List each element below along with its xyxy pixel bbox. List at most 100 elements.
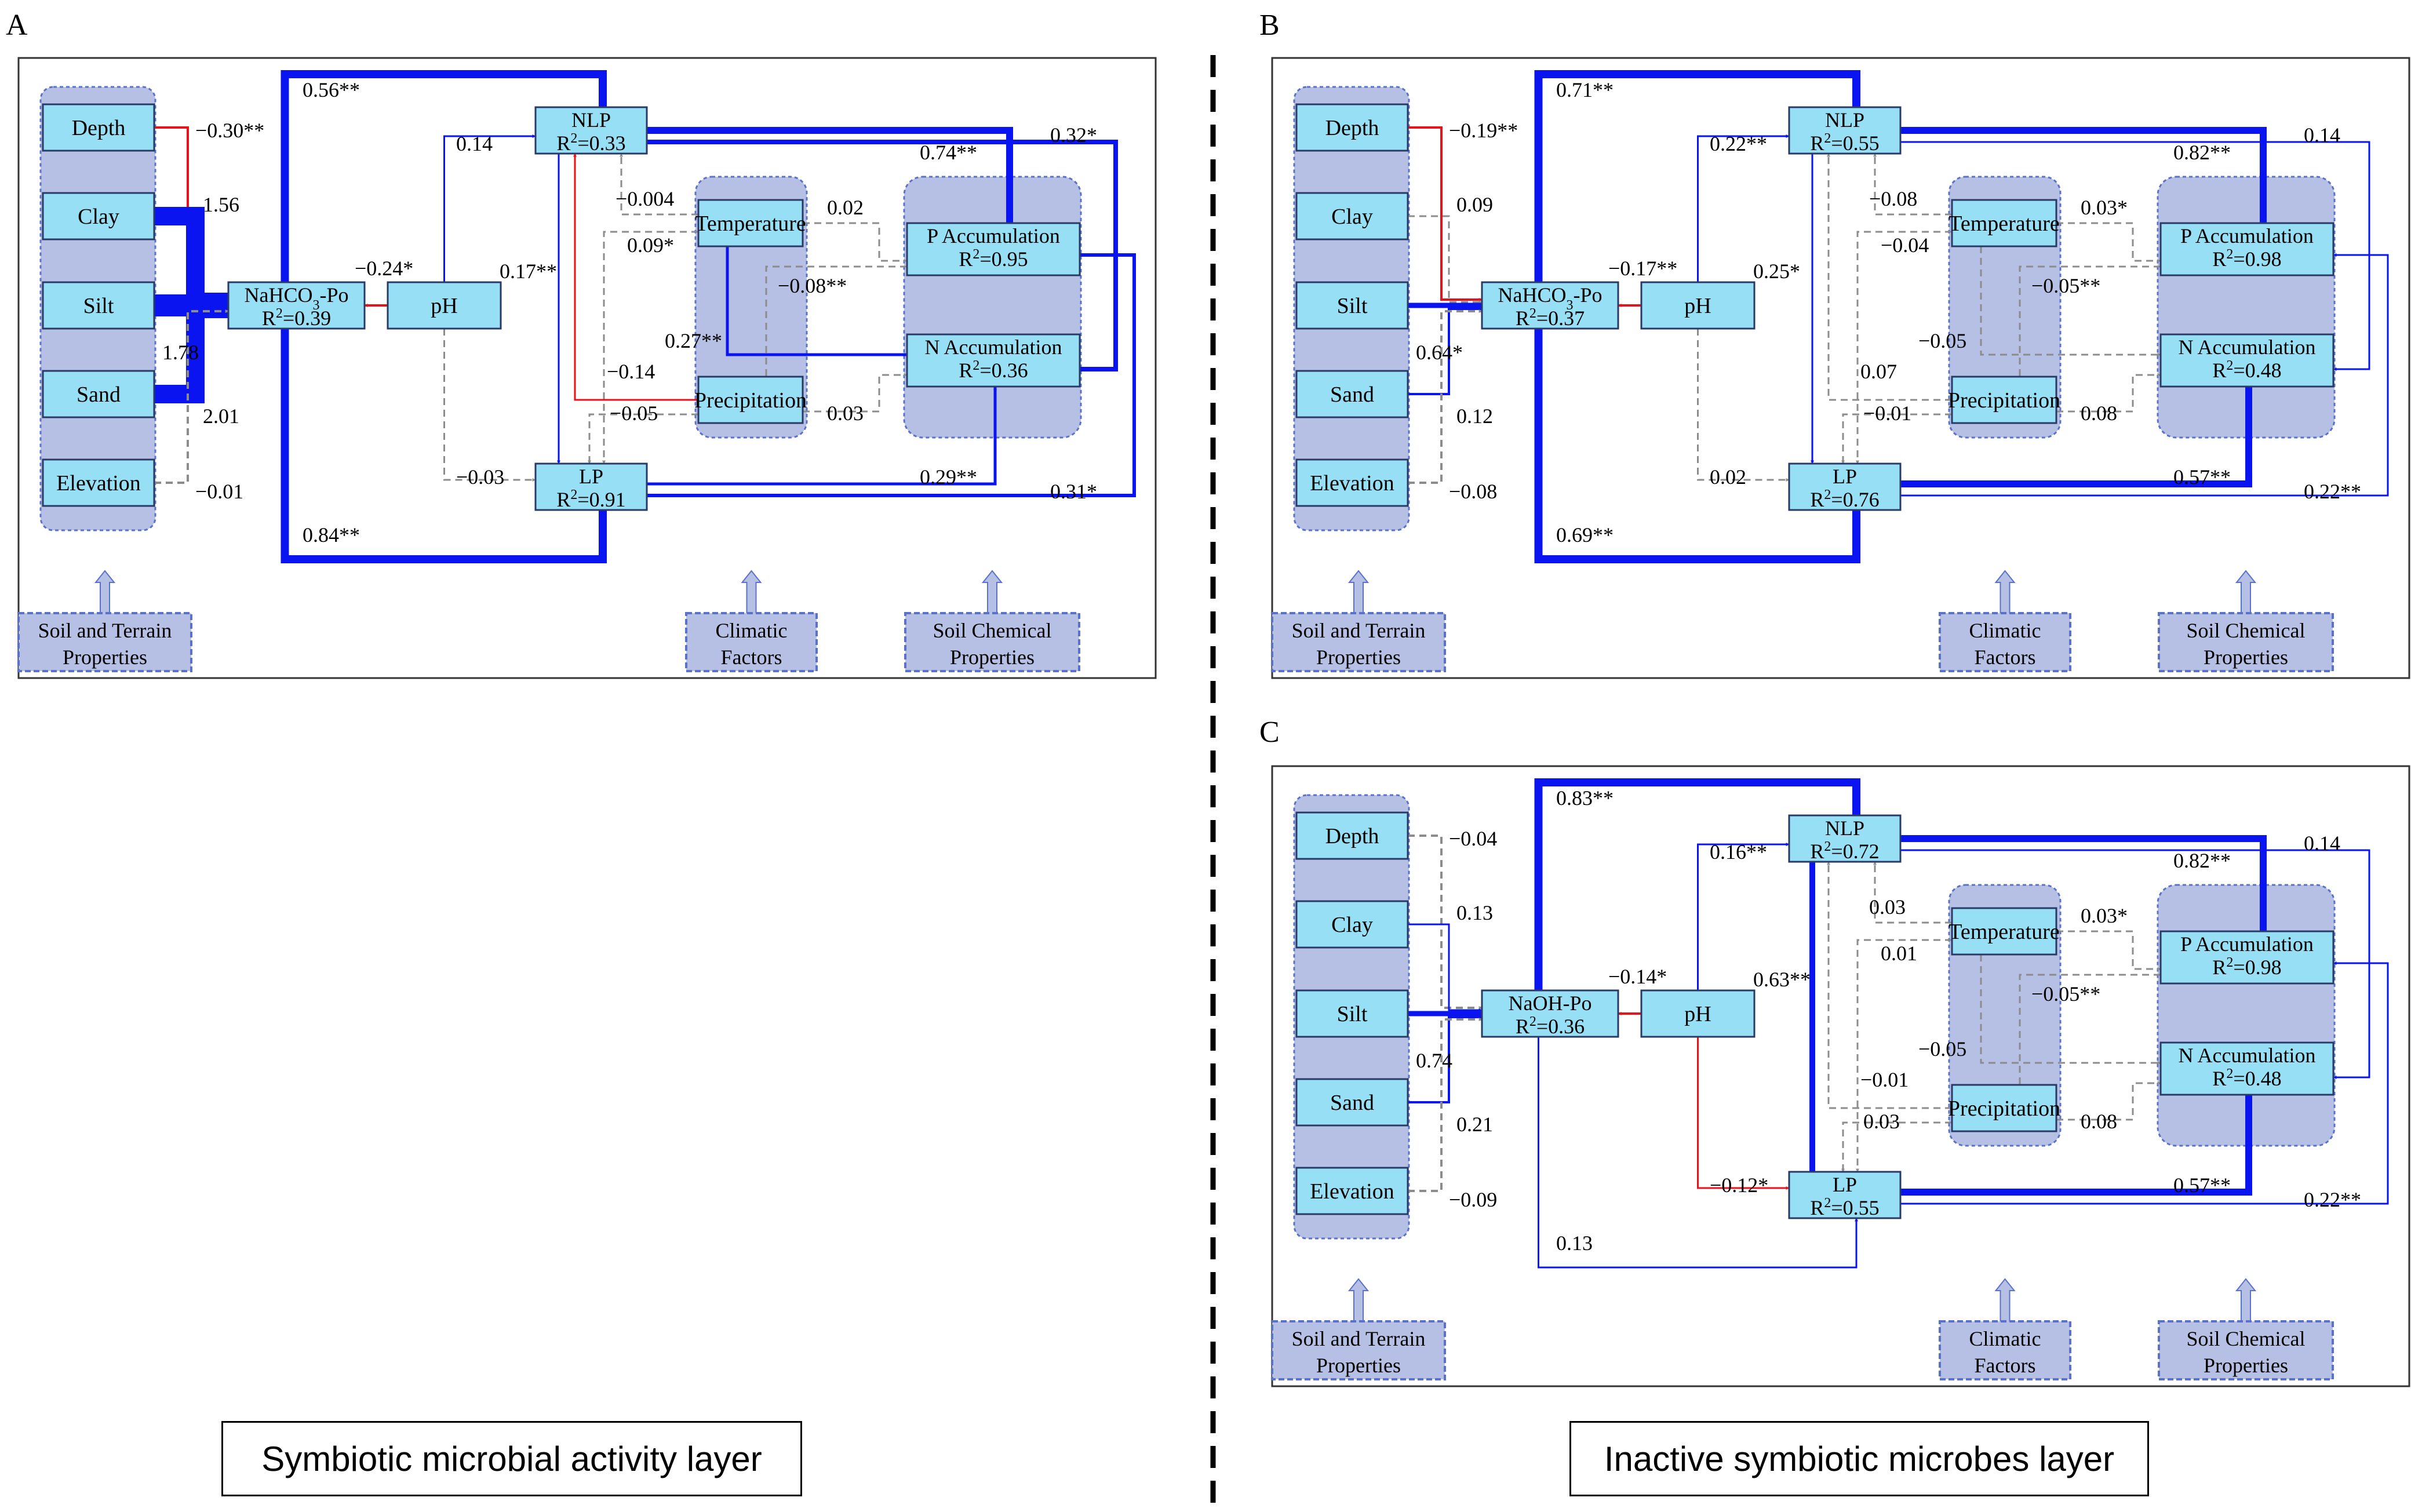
path-lp-pacc [647,253,1136,497]
coef-nlp-lp: 0.25* [1753,260,1800,283]
path-po-nlp [1534,778,1860,990]
path-lp-pacc [1900,961,2389,1205]
coef-prec-lp: −0.05 [610,402,658,425]
nlp-box [534,106,648,155]
po-box-r2: R2=0.36 [1516,1014,1585,1038]
coef-po-lp: 0.69** [1556,523,1614,546]
path-clay-po [1408,215,1483,304]
lp-box-label: LP [1833,1173,1857,1196]
path-prec-lp [1841,1121,1952,1172]
p-accumulation-box [2159,222,2334,276]
label-soil-chemical-line2: Properties [2204,646,2288,669]
ph-box-label: pH [1684,1002,1711,1026]
nlp-box-label: NLP [571,108,611,132]
p-accumulation-box [2159,930,2334,985]
path-po-nlp [281,70,607,282]
panel-letter-b: B [1259,9,1280,42]
lp-box [534,462,648,511]
path-lp-nacc [647,386,997,486]
path-prec-nacc [803,373,908,413]
path-temp-nacc [1980,954,2161,1065]
label-climatic [1939,612,2071,672]
silt-box [42,281,155,330]
nlp-box [1788,814,1902,863]
temperature-box [697,199,804,247]
precipitation-box [697,376,804,424]
coef-temp-pacc: 0.03* [2081,904,2128,927]
lp-box-label: LP [579,465,603,488]
panel-c: DepthClaySiltSandElevationNaOH-PoR2=0.36… [1271,765,2410,1387]
label-soil-chemical-line2: Properties [2204,1354,2288,1377]
coef-ph-nlp: 0.14 [456,132,493,155]
lp-box [1788,1171,1902,1219]
nlp-box-r2: R2=0.72 [1810,839,1879,863]
coef-elev-po: −0.09 [1449,1188,1497,1211]
coef-po-lp: 0.13 [1556,1232,1593,1255]
path-temp-pacc [2056,222,2161,263]
coef-silt-po: 1.78 [162,341,199,364]
path-prec-nlp [1827,153,1952,401]
nlp-box-label: NLP [1825,108,1864,132]
coef-lp-pacc: 0.22** [2304,1188,2361,1211]
path-temp-nacc [1980,246,2161,356]
panel-letter-c: C [1259,716,1280,749]
label-soil-terrain-line1: Soil and Terrain [1292,1327,1426,1350]
coef-ph-po: −0.17** [1608,257,1677,280]
elevation-box-label: Elevation [56,471,141,496]
depth-box-label: Depth [72,116,126,140]
coef-ph-lp: −0.03 [456,465,504,489]
silt-box-label: Silt [83,294,114,318]
nlp-box-r2: R2=0.33 [556,131,625,155]
sand-box [42,370,155,418]
depth-box [42,103,155,152]
path-nlp-pacc [1900,127,2267,224]
label-soil-chemical-arrow-icon [2235,570,2257,623]
temperature-box [1951,199,2057,247]
ph-box [387,281,502,330]
temperature-box [1951,907,2057,956]
path-temp-lp [1856,231,1952,464]
ph-box [1640,281,1756,330]
label-climatic-arrow-icon [1994,570,2016,623]
coef-nlp-nacc: 0.14 [2304,123,2340,147]
silt-box-label: Silt [1337,294,1368,318]
n-accumulation-box-label: N Accumulation [2179,336,2316,359]
path-temp-nlp [1873,153,1952,216]
label-climatic-line2: Factors [1975,646,2036,669]
label-soil-chemical [2158,612,2334,672]
coef-pacc-nacc: −0.05** [2031,982,2100,1005]
sand-box [1295,1078,1409,1127]
coef-temp-nacc: −0.05 [1918,329,1966,352]
coef-nlp-lp: 0.17** [500,260,557,283]
coef-clay-po: 0.13 [1456,901,1493,924]
path-sand-po [1408,307,1483,395]
path-prec-nacc [2056,373,2161,413]
po-box [1481,281,1619,330]
coef-depth-po: −0.19** [1449,119,1518,142]
coef-ph-lp: −0.12* [1710,1174,1768,1197]
path-pacc-nacc [2019,265,2161,377]
label-climatic-line1: Climatic [1969,1327,2041,1350]
p-accumulation-box-label: P Accumulation [2180,932,2314,956]
clay-box [1295,192,1409,241]
coef-clay-po: 0.09 [1456,193,1493,216]
path-lp-nacc [1900,1094,2252,1196]
path-po-lp [281,329,607,563]
coef-ph-lp: 0.02 [1710,465,1746,489]
coef-temp-nacc: −0.05 [1918,1037,1966,1061]
temperature-box-label: Temperature [695,212,806,236]
coef-prec-lp: 0.03 [1863,1110,1900,1133]
elevation-box [1295,458,1409,507]
coef-silt-po: 0.74 [1416,1049,1452,1072]
lp-box-r2: R2=0.55 [1810,1196,1879,1219]
silt-box [1295,989,1409,1038]
elevation-box-label: Elevation [1310,471,1394,496]
path-po-nlp [1534,70,1860,282]
coef-prec-lp: −0.01 [1863,402,1911,425]
nlp-box-r2: R2=0.55 [1810,131,1879,155]
label-soil-chemical-line2: Properties [950,646,1035,669]
po-box-r2: R2=0.39 [262,306,331,330]
nlp-box-label: NLP [1825,817,1864,840]
